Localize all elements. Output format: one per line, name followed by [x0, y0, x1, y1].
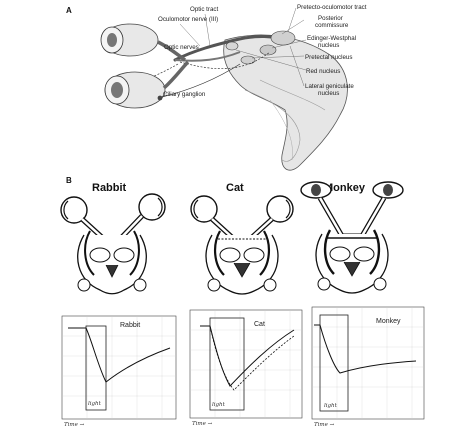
leader-lines: [159, 7, 307, 99]
label-optic-nerves: Optic nerves: [164, 44, 199, 51]
plot-cat-time: Time →: [192, 421, 213, 427]
plot-rabbit-light: light: [88, 401, 102, 407]
plot-cat-light: light: [212, 402, 226, 408]
label-lateral-geniculate: Lateral geniculate: [305, 83, 354, 90]
rabbit-pathway-schematic: [60, 193, 166, 295]
plot-monkey-light: light: [324, 403, 338, 409]
species-rabbit: Rabbit: [92, 182, 127, 194]
plot-rabbit: Rabbit light Time →: [61, 315, 177, 428]
label-edinger-westphal: Edinger-Westphal: [307, 35, 356, 42]
eyes-and-nerves: [100, 23, 241, 109]
label-commissure: commissure: [315, 22, 349, 29]
species-cat: Cat: [226, 182, 244, 194]
label-oculomotor-nerve: Oculomotor nerve (III): [158, 16, 218, 23]
species-monkey: Monkey: [324, 182, 366, 194]
label-lgn-nucleus: nucleus: [318, 90, 339, 97]
label-red-nucleus: Red nucleus: [306, 68, 340, 75]
plot-monkey: Monkey light Time →: [311, 306, 425, 428]
monkey-pathway-schematic: [300, 181, 404, 294]
panel-b-letter: B: [66, 176, 72, 185]
plot-monkey-title: Monkey: [376, 318, 401, 325]
plot-cat: Cat light Time →: [189, 309, 303, 427]
label-pretecto-oculomotor: Pretecto-oculomotor tract: [297, 4, 367, 11]
plot-monkey-time: Time →: [314, 422, 335, 428]
cat-pathway-schematic: [190, 195, 294, 295]
label-edinger-nucleus: nucleus: [318, 42, 339, 49]
brain-illustration: [109, 30, 348, 171]
panel-a-labels: Optic tract Oculomotor nerve (III) Optic…: [158, 4, 367, 98]
panel-a-letter: A: [66, 6, 72, 15]
plot-rabbit-title: Rabbit: [120, 322, 140, 329]
label-optic-tract: Optic tract: [190, 6, 218, 13]
label-posterior: Posterior: [318, 15, 343, 22]
plot-cat-title: Cat: [254, 321, 265, 328]
label-pretectal-nucleus: Pretectal nucleus: [305, 54, 352, 61]
label-ciliary-ganglion: Ciliary ganglion: [163, 91, 206, 98]
plot-rabbit-time: Time →: [64, 422, 85, 428]
